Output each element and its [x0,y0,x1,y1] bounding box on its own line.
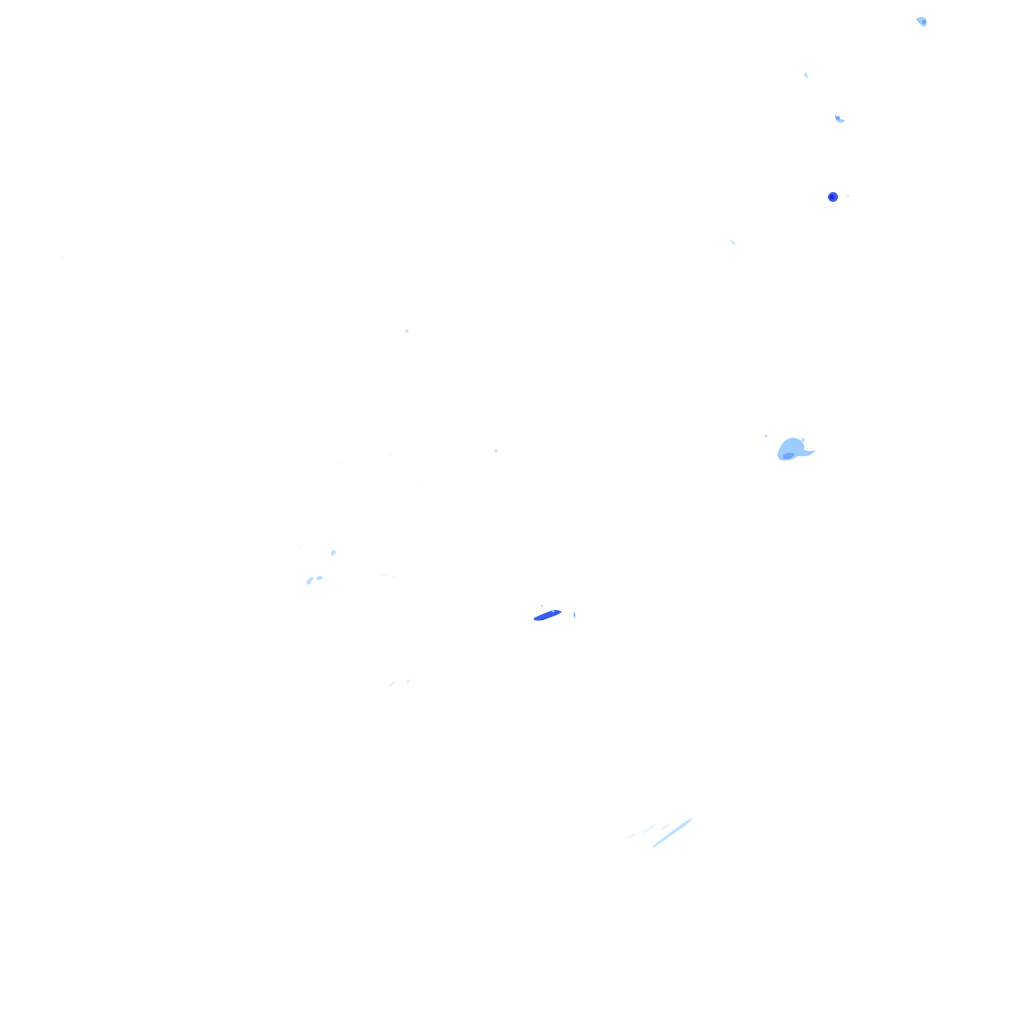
echo-band-bottom [626,818,693,848]
echo-cell-center [534,604,576,621]
echo-faint-pixels [61,127,540,486]
echo-top-right-5 [729,239,736,245]
echo-cluster-right-middle [764,434,816,461]
echo-cluster-left-middle [299,545,394,585]
echo-top-right-3 [834,114,845,123]
echo-cluster-lower-left [389,679,410,687]
echo-top-right-4 [828,192,849,202]
echo-top-right-2 [804,72,808,78]
echo-top-right-1 [916,17,927,27]
